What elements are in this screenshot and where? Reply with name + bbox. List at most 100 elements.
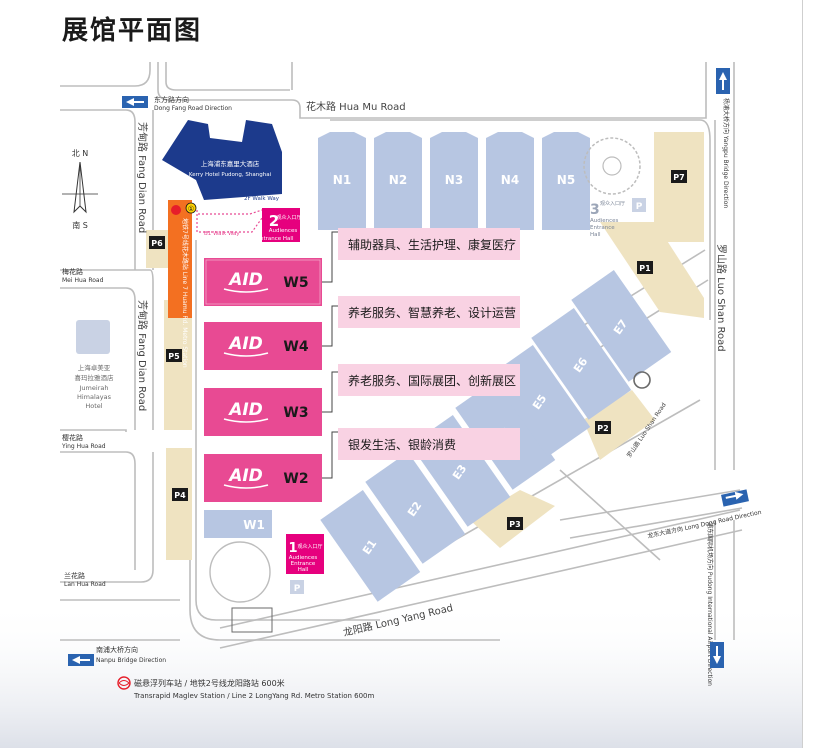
- parking-p7-badge[interactable]: [671, 170, 687, 183]
- nanpu-arrow-icon: [72, 656, 90, 664]
- hall-w3[interactable]: AID W3: [204, 388, 322, 436]
- hall-n5-label: N5: [557, 173, 575, 187]
- category-label-4: 银发生活、银龄消费: [348, 437, 456, 452]
- hall-n3[interactable]: N3: [430, 132, 478, 230]
- parking-p6-badge[interactable]: [149, 236, 165, 249]
- plaza-center-north: [602, 156, 622, 176]
- category-box-3: [338, 364, 520, 396]
- category-connectors: [322, 231, 338, 479]
- longdong-arrow-icon: [725, 491, 744, 500]
- hall-w5[interactable]: AID W5: [204, 258, 322, 306]
- page-edge-line: [802, 0, 803, 748]
- entrance-3-cn: 观众入口厅: [600, 201, 625, 207]
- bottom-metro-note: 磁悬浮列车站 / 地铁2号线龙阳路站 600米 Transrapid Magle…: [117, 676, 374, 700]
- hall-n1[interactable]: N1: [318, 132, 366, 230]
- parking-p5-badge[interactable]: [166, 349, 182, 362]
- hall-e6[interactable]: E6: [531, 308, 632, 420]
- entrance-hall-1[interactable]: 1 观众入口厅 Audiences Entrance Hall: [286, 534, 324, 574]
- hall-e7[interactable]: E7: [571, 270, 672, 382]
- maglev-note-cn: 磁悬浮列车站 / 地铁2号线龙阳路站 600米: [134, 678, 285, 688]
- category-box-4: [338, 428, 520, 460]
- nanpu-road-cn: 南浦大桥方向: [96, 645, 138, 654]
- parking-p4-area: [166, 448, 192, 560]
- hall-w2-label: W2: [283, 471, 308, 487]
- fangdian-road-lower-label: 芳甸路 Fang Dian Road: [136, 300, 149, 411]
- hall-n4-label: N4: [501, 173, 519, 187]
- hall-w2[interactable]: AID W2: [204, 454, 322, 502]
- metro-logo-icon: [171, 205, 181, 215]
- hall-w3-label: W3: [283, 405, 308, 421]
- b1-walkway-label: B1 Walk Way: [204, 231, 240, 237]
- jumeirah-cn1: 上海卓美亚: [78, 363, 111, 372]
- entrance-hall-2[interactable]: 2 观众入口厅 Audiences Entrance Hall: [257, 208, 302, 242]
- hall-n5[interactable]: N5: [542, 132, 590, 230]
- 2f-walkway-label: 2F Walk Way: [244, 196, 280, 202]
- parking-p5-area: [164, 300, 192, 430]
- metro-station-huamu[interactable]: 地铁7号线花木路站 Line 7 Huamu Rd. Metro Station: [168, 200, 192, 368]
- north-halls: N1 N2 N3 N4 N5: [318, 132, 590, 230]
- hall-w1[interactable]: W1: [204, 510, 272, 538]
- parking-p5-label: P5: [168, 352, 180, 361]
- parking-p3-label: P3: [509, 520, 520, 529]
- dongfang-road-cn: 东方路方向: [154, 95, 189, 104]
- plaza-circle-south: [209, 541, 271, 603]
- yangpu-direction-label: 杨浦大桥方向 Yangpu Bridge Direction: [722, 98, 730, 208]
- parking-labels: P1 P2 P3 P4 P5 P6 P7: [149, 170, 687, 530]
- parking-p7-area: [654, 132, 704, 242]
- parking-p1-label: P1: [639, 264, 651, 273]
- parking-p4-badge[interactable]: [172, 488, 188, 501]
- hall-w4[interactable]: AID W4: [204, 322, 322, 370]
- plaza-circle-east: [633, 371, 651, 389]
- yinghua-road-en: Ying Hua Road: [61, 443, 106, 450]
- entrance-3-parking-label: P: [636, 202, 643, 212]
- parking-p2-badge[interactable]: [595, 421, 611, 434]
- entrance-2-en1: Audiences: [269, 228, 298, 234]
- hall-n2[interactable]: N2: [374, 132, 422, 230]
- entrance-1-parking-icon: [290, 580, 304, 594]
- entrance-1-en2: Entrance: [291, 561, 316, 567]
- yangpu-arrow-icon: [719, 72, 727, 90]
- luoshan-road-label: 罗山路 Luo Shan Road: [715, 244, 728, 352]
- dongfang-arrow-icon: [126, 98, 144, 106]
- entrance-3-en1: Audiences: [590, 218, 619, 224]
- metro-exit-marker: [185, 202, 197, 214]
- metro-station-label: 地铁7号线花木路站 Line 7 Huamu Rd. Metro Station: [181, 218, 189, 368]
- kerry-hotel-en: Kerry Hotel Pudong, Shanghai: [189, 172, 272, 178]
- hall-n2-label: N2: [389, 173, 407, 187]
- entrance-1-en3: Hall: [298, 567, 309, 573]
- entrance-1-cn: 观众入口厅: [297, 544, 322, 550]
- meihua-road-cn: 梅花路: [62, 267, 83, 276]
- hall-e2[interactable]: E2: [365, 452, 466, 564]
- jumeirah-en3: Hotel: [85, 402, 102, 410]
- airport-direction-label: 浦东国际机场方向 Pudong International Airport Di…: [706, 522, 714, 686]
- entrance-1-en1: Audiences: [289, 555, 318, 561]
- category-label-2: 养老服务、智慧养老、设计运营: [348, 305, 516, 320]
- parking-p2-area: [583, 390, 655, 460]
- jumeirah-en2: Himalayas: [77, 393, 112, 401]
- hall-n3-label: N3: [445, 173, 463, 187]
- hall-e1[interactable]: E1: [320, 490, 421, 602]
- entrance-hall-3[interactable]: 3 观众入口厅 Audiences Entrance Hall P: [590, 198, 646, 238]
- 2f-walkway-path: [198, 209, 263, 215]
- metro-exit-number: ①: [188, 205, 194, 213]
- kerry-hotel[interactable]: 上海浦东嘉里大酒店 Kerry Hotel Pudong, Shanghai: [162, 120, 282, 200]
- entrance-2-number: 2: [269, 212, 279, 230]
- category-label-3: 养老服务、国际展团、创新展区: [348, 373, 516, 388]
- category-box-2: [338, 296, 520, 328]
- hall-w5-label: W5: [283, 275, 308, 291]
- parking-p1-badge[interactable]: [637, 261, 653, 274]
- entrance-3-number: 3: [590, 202, 600, 218]
- parking-p3-badge[interactable]: [507, 517, 523, 530]
- parking-p6-label: P6: [151, 239, 163, 248]
- longdong-direction-label: 龙东大道方向 Long Dong Road Direction: [647, 508, 763, 540]
- maglev-note-en: Transrapid Maglev Station / Line 2 LongY…: [133, 692, 374, 700]
- huamu-road-label: 花木路 Hua Mu Road: [306, 100, 406, 113]
- compass: 北 N 南 S: [62, 149, 98, 230]
- jumeirah-hotel[interactable]: 上海卓美亚 喜玛拉雅酒店 Jumeirah Himalayas Hotel: [75, 320, 115, 410]
- parking-p2-label: P2: [597, 424, 608, 433]
- entrance-3-en2: Entrance: [590, 225, 615, 231]
- hall-n4[interactable]: N4: [486, 132, 534, 230]
- jumeirah-en1: Jumeirah: [79, 384, 109, 392]
- category-labels: 辅助器具、生活护理、康复医疗 养老服务、智慧养老、设计运营 养老服务、国际展团、…: [338, 228, 520, 460]
